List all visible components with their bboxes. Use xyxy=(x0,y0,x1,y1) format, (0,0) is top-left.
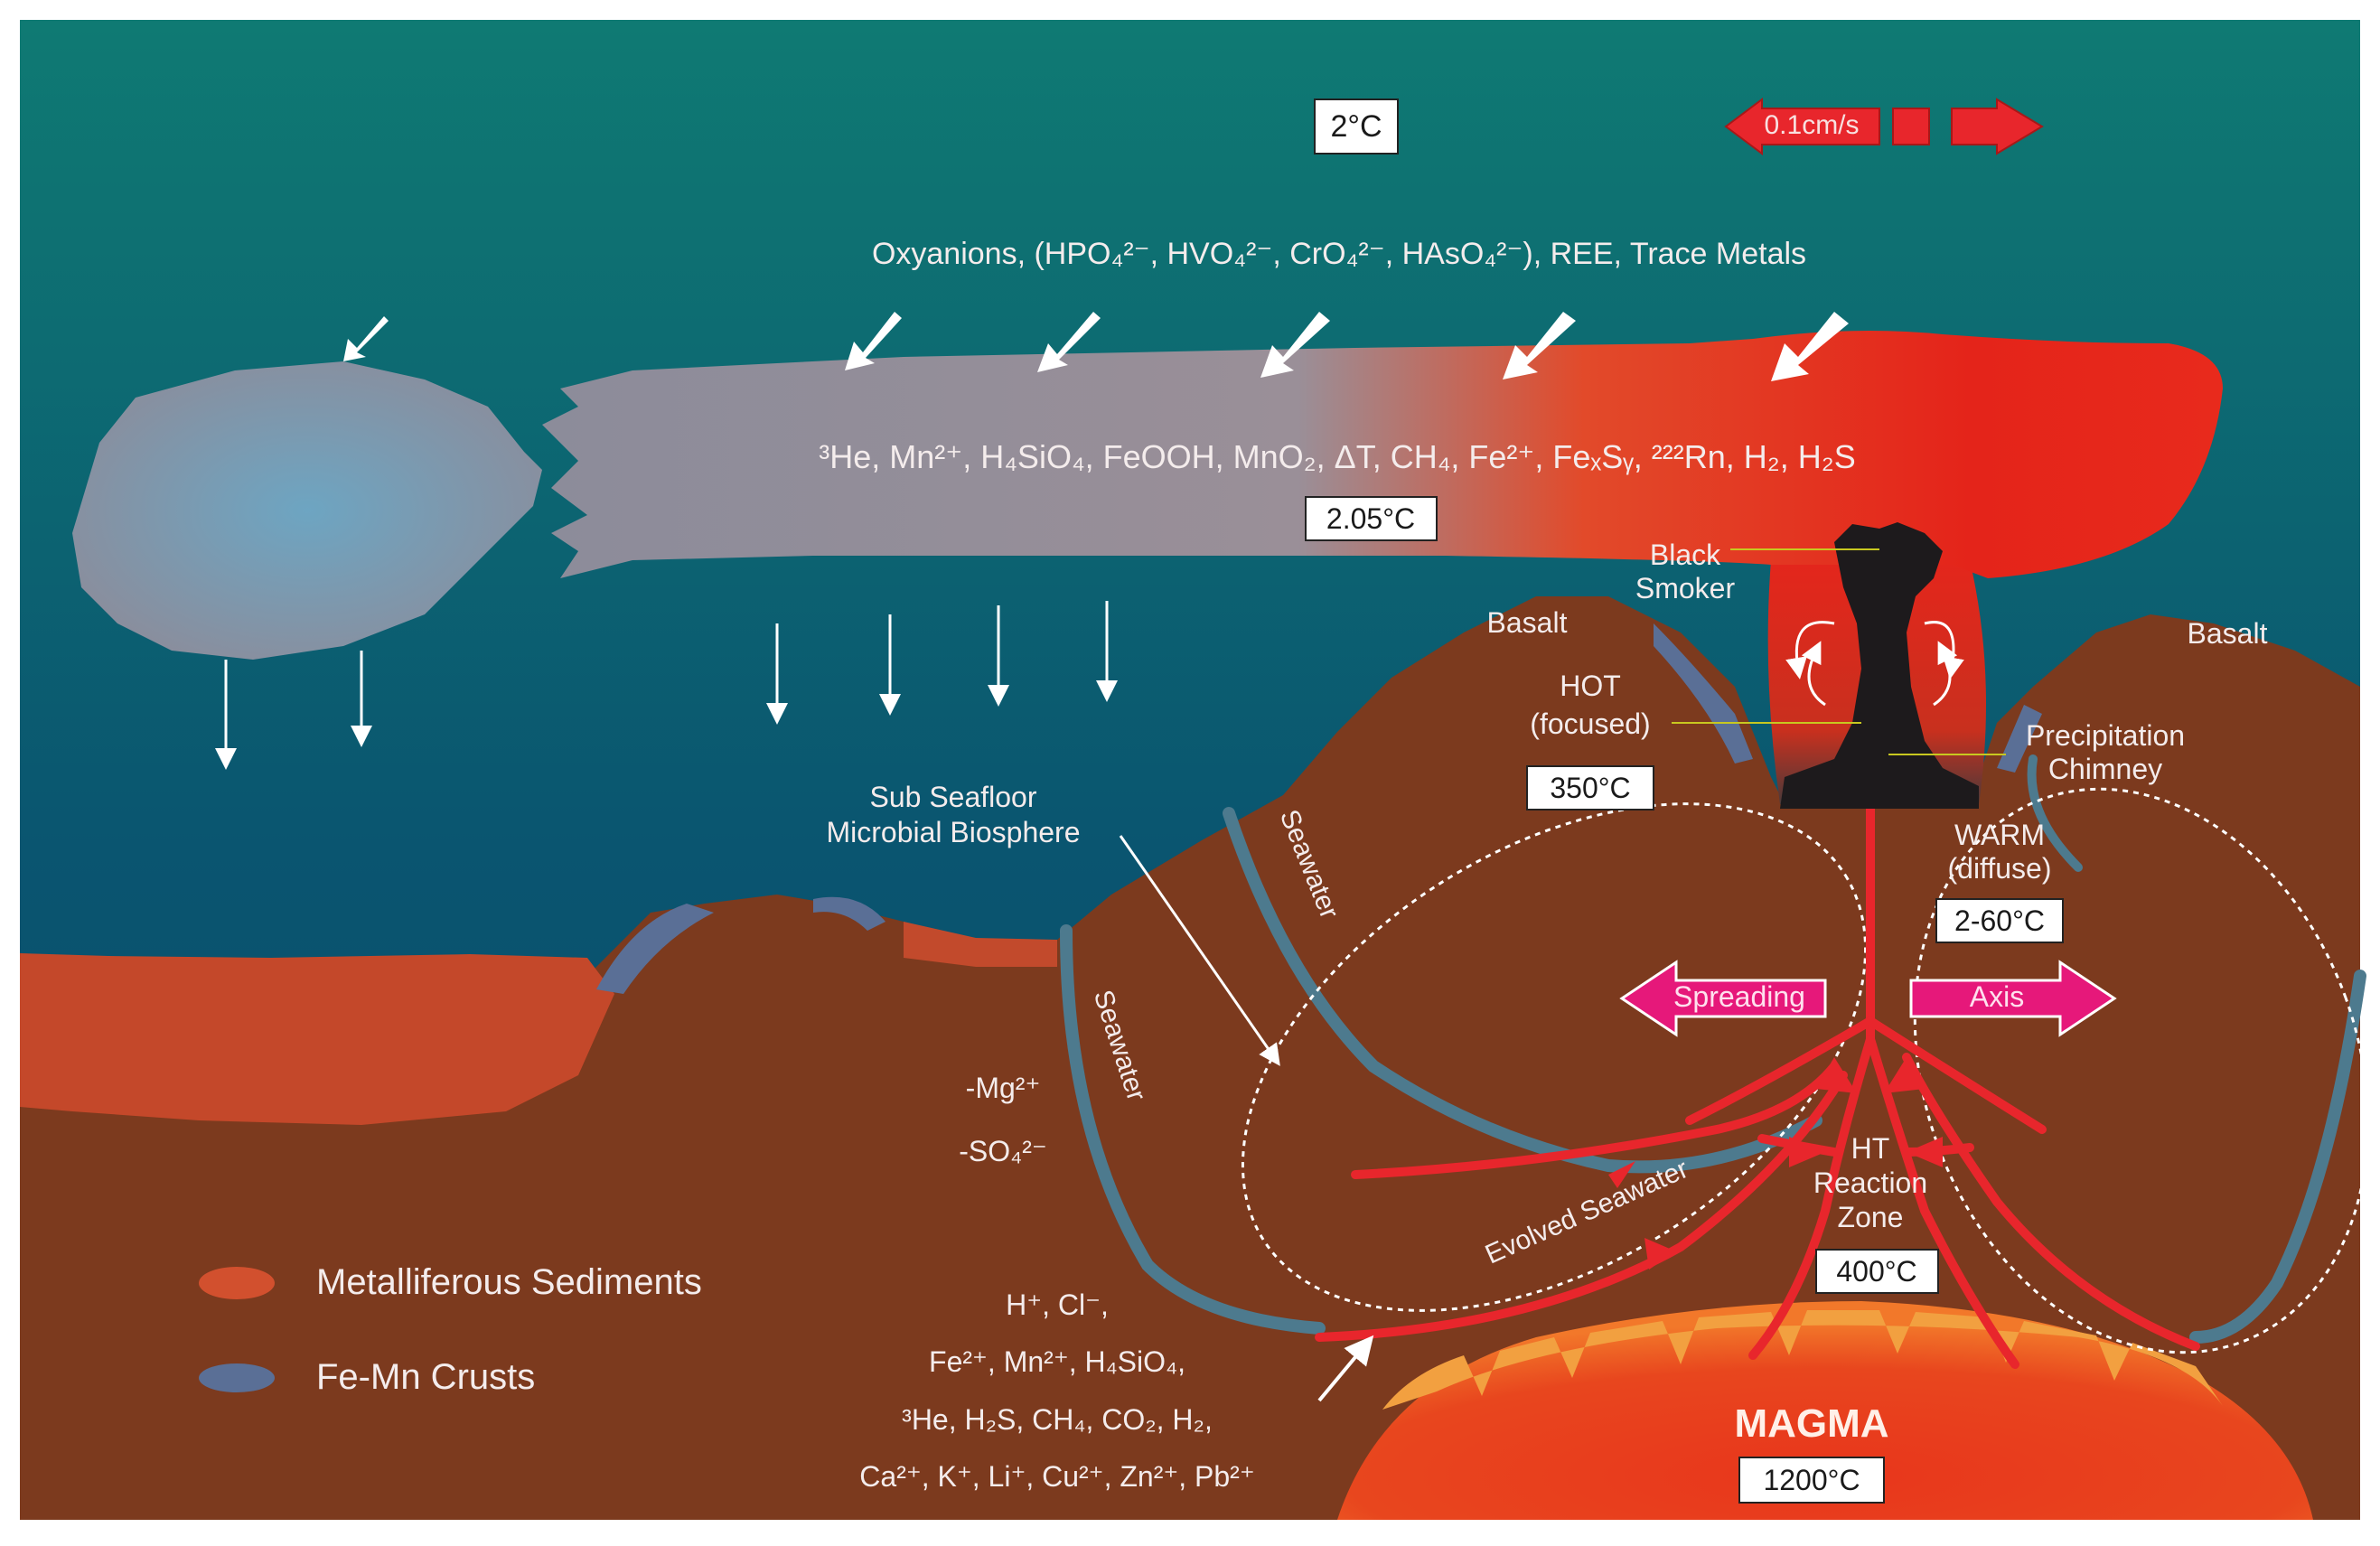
magma-chamber xyxy=(1337,1301,2313,1520)
fe-mn-crust-2 xyxy=(813,896,885,931)
settling-arrows xyxy=(215,601,1118,770)
seawater-path-upper xyxy=(1223,807,1822,1174)
plume-eddies xyxy=(1785,621,1964,707)
oceanic-crust xyxy=(20,596,2360,1520)
legend: Metalliferous Sediments Fe-Mn Crusts xyxy=(199,1262,702,1397)
hot-temp: 350°C xyxy=(1550,772,1630,804)
plume-species-label: ³He, Mn²⁺, H₄SiO₄, FeOOH, MnO₂, ΔT, CH₄,… xyxy=(819,438,1856,475)
magma-temp: 1200°C xyxy=(1763,1464,1860,1496)
legend-label-crusts: Fe-Mn Crusts xyxy=(316,1357,535,1397)
legend-swatch-sediments xyxy=(199,1267,275,1299)
scale-block xyxy=(1892,108,1930,145)
added-species-2: Fe²⁺, Mn²⁺, H₄SiO₄, xyxy=(929,1345,1185,1378)
biosphere-label-1: Sub Seafloor xyxy=(869,781,1036,813)
spreading-arrow-right xyxy=(1909,960,2117,1037)
black-smoker-chimney xyxy=(1780,522,1979,809)
warm-label-1: WARM xyxy=(1954,819,2045,851)
fe-mn-crust-3 xyxy=(1654,623,1753,764)
warm-label-2: (diffuse) xyxy=(1947,852,2051,885)
water-temp: 2°C xyxy=(1330,109,1382,144)
reaction-temp-box xyxy=(1815,1249,1939,1294)
scale-arrow-right xyxy=(1951,98,2044,155)
legend-label-sediments: Metalliferous Sediments xyxy=(316,1262,702,1302)
fe-mn-crust-4 xyxy=(1997,705,2042,773)
hot-label-2: (focused) xyxy=(1530,707,1650,740)
spreading-arrow-left xyxy=(1619,960,1827,1037)
warm-temp-box xyxy=(1935,898,2064,943)
biosphere-label-2: Microbial Biosphere xyxy=(826,816,1080,848)
black-smoker-label-1: Black xyxy=(1650,539,1721,571)
metalliferous-sediment-layer xyxy=(20,953,614,1125)
circulation-cell-left xyxy=(1241,802,1868,1312)
chimney-label-2: Chimney xyxy=(2048,753,2162,785)
magma-temp-box xyxy=(1738,1457,1885,1504)
upflow-arrowheads xyxy=(1608,1057,1943,1270)
reaction-temp: 400°C xyxy=(1836,1255,1916,1288)
biosphere-pointer xyxy=(1119,835,1280,1066)
scale-bar: 0.1cm/s xyxy=(1724,98,2044,155)
scavenging-arrows xyxy=(343,312,1849,381)
removed-mg: -Mg²⁺ xyxy=(966,1072,1041,1104)
fe-mn-crust-1 xyxy=(596,904,714,994)
seawater-path-lower xyxy=(1060,924,1326,1335)
black-smoker-label-2: Smoker xyxy=(1635,572,1736,604)
reaction-zone-label-3: Zone xyxy=(1838,1201,1904,1233)
added-species-1: H⁺, Cl⁻, xyxy=(1006,1288,1109,1321)
hydrothermal-plume xyxy=(542,331,2223,578)
warm-temp: 2-60°C xyxy=(1954,904,2045,937)
seawater-path-right-inner xyxy=(2027,754,2083,872)
scale-label: 0.1cm/s xyxy=(1764,110,1859,140)
hot-temp-box xyxy=(1526,765,1654,810)
metalliferous-sediment-right xyxy=(904,922,1057,967)
plume-temp-box xyxy=(1305,496,1438,541)
plume-temp: 2.05°C xyxy=(1326,502,1415,535)
circulation-cell-right xyxy=(1913,787,2370,1354)
added-species-4: Ca²⁺, K⁺, Li⁺, Cu²⁺, Zn²⁺, Pb²⁺ xyxy=(859,1460,1254,1493)
inflow-arrow xyxy=(1317,1335,1374,1402)
magma-label: MAGMA xyxy=(1734,1401,1888,1446)
oxyanions-label: Oxyanions, (HPO₄²⁻, HVO₄²⁻, CrO₄²⁻, HAsO… xyxy=(872,237,1806,271)
basalt-left-label: Basalt xyxy=(1487,606,1568,639)
legend-swatch-crusts xyxy=(199,1363,275,1392)
axis-label: Axis xyxy=(1970,980,2024,1013)
scale-arrow-left xyxy=(1724,98,1880,155)
detached-plume-cloud xyxy=(72,361,542,660)
basalt-right-label: Basalt xyxy=(2188,617,2268,650)
water-temp-box xyxy=(1314,98,1399,155)
hot-label-1: HOT xyxy=(1560,670,1621,702)
reaction-zone-label-2: Reaction xyxy=(1813,1167,1927,1199)
chimney-label-1: Precipitation xyxy=(2026,719,2185,752)
added-species-3: ³He, H₂S, CH₄, CO₂, H₂, xyxy=(902,1403,1213,1436)
magma-rim-drips xyxy=(1382,1310,2223,1410)
seawater-path-right xyxy=(2189,970,2366,1344)
spreading-label: Spreading xyxy=(1673,980,1805,1013)
reaction-zone-label-1: HT xyxy=(1851,1132,1890,1165)
removed-so4: -SO₄²⁻ xyxy=(959,1135,1047,1167)
